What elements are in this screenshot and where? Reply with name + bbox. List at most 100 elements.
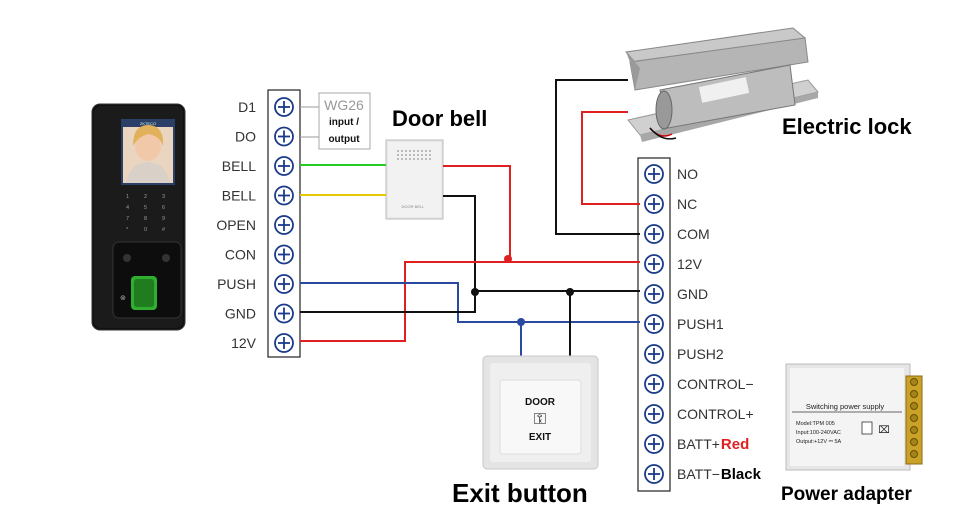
keypad-key[interactable]: 6: [162, 205, 165, 211]
door-bell: DOOR BELL: [385, 139, 444, 220]
terminal-screw-icon: [644, 344, 664, 364]
keypad-key[interactable]: 1: [126, 194, 129, 200]
right-terminal[interactable]: NO: [644, 164, 698, 184]
terminal-screw-icon: [644, 254, 664, 274]
terminal-screw-icon: [644, 374, 664, 394]
wiegand-line3: output: [328, 134, 360, 145]
keypad-key[interactable]: 0: [144, 227, 147, 233]
right-terminal[interactable]: GND: [644, 284, 708, 304]
right-terminal-label: CONTROL+: [677, 406, 754, 422]
left-terminal[interactable]: D1: [238, 97, 294, 117]
terminal-screw-icon: [644, 194, 664, 214]
terminal-screw-icon: [644, 404, 664, 424]
left-terminal[interactable]: 12V: [231, 333, 294, 353]
exit-button[interactable]: DOOR ⚿ EXIT: [482, 355, 599, 470]
terminal-screw-icon: [644, 284, 664, 304]
electric-lock: [625, 27, 819, 142]
electric-lock-label: Electric lock: [782, 114, 912, 139]
terminal-screw-icon: [644, 224, 664, 244]
wiegand-box: WG26 input / output: [300, 92, 371, 150]
right-terminal[interactable]: COM: [644, 224, 710, 244]
right-terminal-label: NC: [677, 196, 697, 212]
right-terminal-label: PUSH1: [677, 316, 724, 332]
terminal-screw-icon: [644, 464, 664, 484]
left-terminal-label: OPEN: [216, 217, 256, 233]
left-terminal-label: D1: [238, 99, 256, 115]
right-terminal[interactable]: PUSH1: [644, 314, 724, 334]
right-terminal[interactable]: BATT−Black: [644, 464, 762, 484]
power-adapter-label: Power adapter: [781, 484, 913, 505]
left-terminal-label: 12V: [231, 335, 257, 351]
left-terminal[interactable]: GND: [225, 303, 294, 324]
psu-model: Model:TPM 005: [796, 421, 835, 427]
terminal-screw-icon: [644, 314, 664, 334]
keypad-key[interactable]: 5: [144, 205, 147, 211]
exit-button-face-line1: DOOR: [525, 397, 556, 408]
exit-button-label: Exit button: [452, 478, 588, 508]
left-terminal[interactable]: PUSH: [217, 274, 294, 294]
right-terminal[interactable]: 12V: [644, 254, 703, 274]
left-terminal[interactable]: OPEN: [216, 215, 294, 235]
terminal-screw-icon: [274, 215, 294, 235]
right-terminal-label: BATT+: [677, 436, 720, 452]
terminal-screw-icon: [274, 97, 294, 117]
wiring: [300, 79, 640, 358]
keypad-key[interactable]: 7: [126, 216, 129, 222]
wiegand-label: WG26: [324, 97, 364, 113]
wiegand-line2: input /: [329, 117, 359, 128]
terminal-screw-icon: [274, 185, 294, 206]
right-terminal-label: 12V: [677, 256, 703, 272]
terminal-screw-icon: [644, 164, 664, 184]
svg-text:⊚: ⊚: [120, 295, 126, 302]
right-terminal-suffix: Black: [721, 466, 762, 483]
power-adapter: Switching power supply Model:TPM 005 Inp…: [785, 363, 923, 471]
keypad-key[interactable]: #: [162, 227, 166, 233]
right-terminal-label: COM: [677, 226, 710, 242]
right-terminal[interactable]: CONTROL−: [644, 374, 754, 394]
device-screen-header: ZKTECO: [140, 121, 156, 126]
terminal-screw-icon: [274, 303, 294, 324]
svg-text:⌧: ⌧: [878, 425, 890, 436]
keypad-key[interactable]: 3: [162, 194, 165, 200]
left-terminal[interactable]: BELL: [222, 156, 294, 176]
access-control-device: ZKTECO 1 2 3 4 5 6 7 8 9 * 0 # ⊚: [91, 103, 186, 331]
keypad-key[interactable]: 4: [126, 205, 129, 211]
psu-title: Switching power supply: [806, 402, 885, 411]
right-terminal[interactable]: NC: [644, 194, 697, 214]
right-terminal[interactable]: CONTROL+: [644, 404, 754, 424]
door-bell-face-text: DOOR BELL: [402, 204, 426, 209]
key-icon: ⚿: [534, 411, 546, 428]
terminal-screw-icon: [274, 156, 294, 176]
keypad-key[interactable]: *: [126, 227, 129, 233]
left-terminal[interactable]: BELL: [222, 185, 294, 206]
right-terminal[interactable]: BATT+Red: [644, 434, 749, 454]
right-terminal-label: PUSH2: [677, 346, 724, 362]
keypad: 1 2 3 4 5 6 7 8 9 * 0 #: [126, 194, 166, 233]
right-terminal-label: NO: [677, 166, 698, 182]
left-terminal-label: PUSH: [217, 276, 256, 292]
terminal-screw-icon: [274, 244, 294, 265]
keypad-key[interactable]: 2: [144, 194, 147, 200]
right-terminal-suffix: Red: [721, 436, 749, 453]
terminal-screw-icon: [644, 434, 664, 454]
terminal-screw-icon: [274, 333, 294, 353]
keypad-key[interactable]: 9: [162, 216, 165, 222]
psu-input: Input:100-240VAC: [796, 430, 841, 436]
terminal-screw-icon: [274, 274, 294, 294]
left-terminal-label: GND: [225, 306, 256, 322]
keypad-key[interactable]: 8: [144, 216, 147, 222]
right-terminal-label: GND: [677, 286, 708, 302]
door-bell-label: Door bell: [392, 106, 487, 131]
right-terminal-label: CONTROL−: [677, 376, 754, 392]
left-terminal-label: BELL: [222, 158, 256, 174]
left-terminal[interactable]: CON: [225, 244, 294, 265]
left-terminal-label: DO: [235, 129, 256, 145]
terminal-screw-icon: [274, 126, 294, 147]
right-terminal-label: BATT−: [677, 466, 720, 482]
right-terminal[interactable]: PUSH2: [644, 344, 724, 364]
left-terminal-label: BELL: [222, 188, 256, 204]
psu-output: Output:+12V ⎓ 5A: [796, 439, 842, 445]
left-terminal-label: CON: [225, 247, 256, 263]
exit-button-face-line2: EXIT: [529, 432, 551, 443]
left-terminal[interactable]: DO: [235, 126, 294, 147]
